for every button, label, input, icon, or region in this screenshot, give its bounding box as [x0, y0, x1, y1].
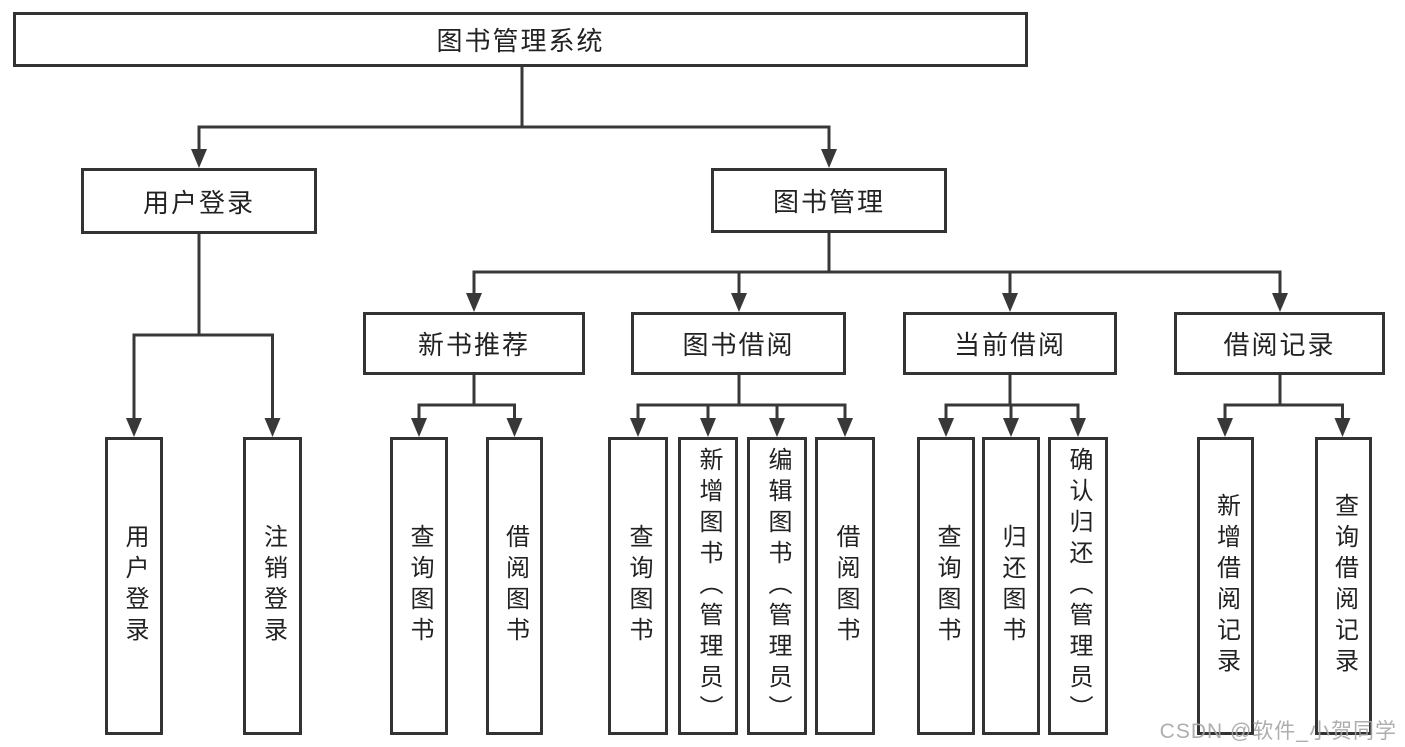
- node-borrow-records: 借阅记录: [1174, 312, 1385, 375]
- node-label: 借阅图书: [832, 524, 859, 648]
- node-query-borrow-record: 查询借阅记录: [1315, 437, 1372, 735]
- node-query-books-borrow: 查询图书: [608, 437, 668, 735]
- node-logout-leaf: 注销登录: [243, 437, 302, 735]
- node-query-books-current: 查询图书: [917, 437, 975, 735]
- node-label: 查询图书: [625, 524, 652, 648]
- node-label: 查询图书: [406, 524, 433, 648]
- node-label: 借阅图书: [501, 524, 529, 648]
- node-label: 新增借阅记录: [1212, 493, 1240, 679]
- node-user-login-leaf: 用户登录: [105, 437, 163, 735]
- node-add-book-admin: 新增图书（管理员）: [678, 437, 738, 735]
- node-label: 新增图书（管理员）: [695, 446, 722, 726]
- node-return-book: 归还图书: [982, 437, 1040, 735]
- node-book-borrow: 图书借阅: [631, 312, 846, 375]
- node-confirm-return-admin: 确认归还（管理员）: [1048, 437, 1108, 735]
- node-user-login: 用户登录: [81, 168, 317, 234]
- node-label: 用户登录: [121, 524, 148, 648]
- node-label: 确认归还（管理员）: [1065, 446, 1092, 726]
- node-label: 编辑图书（管理员）: [764, 446, 791, 726]
- csdn-watermark: CSDN @软件_小贺同学: [1159, 720, 1397, 743]
- node-label: 归还图书: [998, 524, 1025, 648]
- node-borrow-books-recommend: 借阅图书: [486, 437, 543, 735]
- node-borrow-books-leaf: 借阅图书: [815, 437, 875, 735]
- node-book-management: 图书管理: [711, 168, 947, 233]
- node-root: 图书管理系统: [13, 12, 1028, 67]
- node-add-borrow-record: 新增借阅记录: [1197, 437, 1254, 735]
- node-new-book-recommend: 新书推荐: [363, 312, 585, 375]
- node-edit-book-admin: 编辑图书（管理员）: [747, 437, 807, 735]
- node-label: 查询图书: [933, 524, 960, 648]
- node-current-borrow: 当前借阅: [903, 312, 1117, 375]
- node-label: 注销登录: [259, 524, 287, 648]
- node-query-books-recommend: 查询图书: [390, 437, 448, 735]
- node-label: 查询借阅记录: [1330, 493, 1358, 679]
